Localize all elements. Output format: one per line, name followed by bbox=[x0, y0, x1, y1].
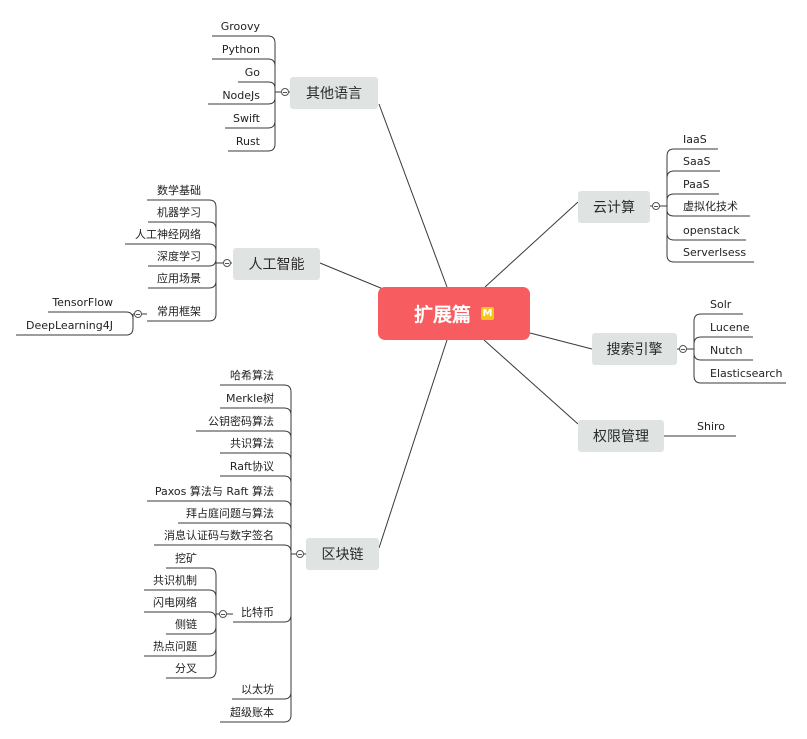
root-node[interactable]: 扩展篇 M bbox=[378, 287, 530, 340]
topic-label: 搜索引擎 bbox=[606, 342, 663, 358]
leaf-byzantine[interactable]: 拜占庭问题与算法 bbox=[186, 507, 274, 520]
leaf-math[interactable]: 数学基础 bbox=[157, 184, 201, 197]
leaf-rust[interactable]: Rust bbox=[235, 135, 260, 148]
leaf-hyperledger[interactable]: 超级账本 bbox=[230, 706, 274, 719]
leaf-shiro[interactable]: Shiro bbox=[697, 420, 726, 433]
leaf-lucene[interactable]: Lucene bbox=[710, 321, 750, 334]
leaf-solr[interactable]: Solr bbox=[710, 298, 732, 311]
leaf-hot-issues[interactable]: 热点问题 bbox=[153, 640, 197, 653]
connector-ai bbox=[319, 262, 384, 290]
leaf-nodejs[interactable]: NodeJs bbox=[222, 89, 260, 102]
connector-cloud bbox=[484, 201, 579, 288]
connector-auth bbox=[483, 339, 579, 425]
leaf-machine-learning[interactable]: 机器学习 bbox=[157, 206, 201, 219]
leaf-mining[interactable]: 挖矿 bbox=[175, 552, 197, 565]
topic-label: 权限管理 bbox=[593, 429, 649, 445]
leaf-serverless[interactable]: Serverlsess bbox=[683, 246, 747, 259]
leaf-applications[interactable]: 应用场景 bbox=[157, 272, 201, 285]
connector-search bbox=[529, 332, 593, 350]
leaf-raft[interactable]: Raft协议 bbox=[229, 460, 274, 473]
collapse-toggle-icon[interactable] bbox=[219, 610, 227, 618]
topic-label: 其他语言 bbox=[306, 86, 362, 102]
leaf-openstack[interactable]: openstack bbox=[683, 224, 740, 237]
leaf-virtualization[interactable]: 虚拟化技术 bbox=[683, 200, 738, 213]
leaf-python[interactable]: Python bbox=[221, 43, 260, 56]
leaf-fork[interactable]: 分叉 bbox=[175, 662, 197, 675]
topic-blockchain[interactable]: 区块链 bbox=[306, 538, 379, 570]
leaf-lightning[interactable]: 闪电网络 bbox=[153, 596, 197, 609]
root-label: 扩展篇 bbox=[413, 304, 471, 326]
connector-other-langs bbox=[378, 103, 448, 288]
leaf-tensorflow[interactable]: TensorFlow bbox=[52, 296, 113, 309]
leaf-deeplearning4j[interactable]: DeepLearning4J bbox=[26, 319, 113, 332]
leaf-swift[interactable]: Swift bbox=[232, 112, 260, 125]
leaf-iaas[interactable]: IaaS bbox=[683, 133, 707, 146]
leaf-paas[interactable]: PaaS bbox=[683, 178, 710, 191]
leaf-bitcoin[interactable]: 比特币 bbox=[241, 606, 274, 619]
topic-search-engine[interactable]: 搜索引擎 bbox=[592, 333, 677, 365]
leaf-elasticsearch[interactable]: Elasticsearch bbox=[710, 367, 783, 380]
collapse-toggle-icon[interactable] bbox=[296, 550, 304, 558]
leaf-merkle[interactable]: Merkle树 bbox=[226, 392, 274, 405]
topic-label: 云计算 bbox=[593, 200, 635, 216]
topic-other-languages[interactable]: 其他语言 bbox=[290, 77, 378, 109]
leaf-consensus-mech[interactable]: 共识机制 bbox=[153, 574, 197, 587]
topic-label: 区块链 bbox=[321, 547, 364, 563]
markdown-icon: M bbox=[481, 307, 494, 320]
topic-permissions[interactable]: 权限管理 bbox=[578, 420, 664, 452]
leaf-public-key[interactable]: 公钥密码算法 bbox=[208, 415, 274, 428]
collapse-toggle-icon[interactable] bbox=[134, 310, 142, 318]
leaf-saas[interactable]: SaaS bbox=[683, 155, 711, 168]
collapse-toggle-icon[interactable] bbox=[223, 259, 231, 267]
leaf-sidechain[interactable]: 侧链 bbox=[175, 618, 197, 631]
leaf-groovy[interactable]: Groovy bbox=[220, 20, 260, 33]
leaf-deep-learning[interactable]: 深度学习 bbox=[157, 250, 201, 263]
leaf-paxos-raft[interactable]: Paxos 算法与 Raft 算法 bbox=[154, 485, 274, 498]
connector-blockchain bbox=[378, 339, 448, 549]
leaf-go[interactable]: Go bbox=[244, 66, 260, 79]
topic-label: 人工智能 bbox=[248, 257, 305, 273]
leaf-ethereum[interactable]: 以太坊 bbox=[241, 683, 274, 696]
collapse-toggle-icon[interactable] bbox=[281, 88, 289, 96]
leaf-mac-signature[interactable]: 消息认证码与数字签名 bbox=[164, 529, 274, 542]
collapse-toggle-icon[interactable] bbox=[652, 202, 660, 210]
leaf-hash[interactable]: 哈希算法 bbox=[230, 369, 274, 382]
leaf-neural-network[interactable]: 人工神经网络 bbox=[135, 228, 201, 241]
leaf-frameworks[interactable]: 常用框架 bbox=[157, 305, 201, 318]
collapse-toggle-icon[interactable] bbox=[679, 345, 687, 353]
topic-cloud[interactable]: 云计算 bbox=[578, 191, 650, 223]
leaf-consensus-algo[interactable]: 共识算法 bbox=[230, 437, 274, 450]
topic-ai[interactable]: 人工智能 bbox=[233, 248, 320, 280]
leaf-nutch[interactable]: Nutch bbox=[710, 344, 743, 357]
